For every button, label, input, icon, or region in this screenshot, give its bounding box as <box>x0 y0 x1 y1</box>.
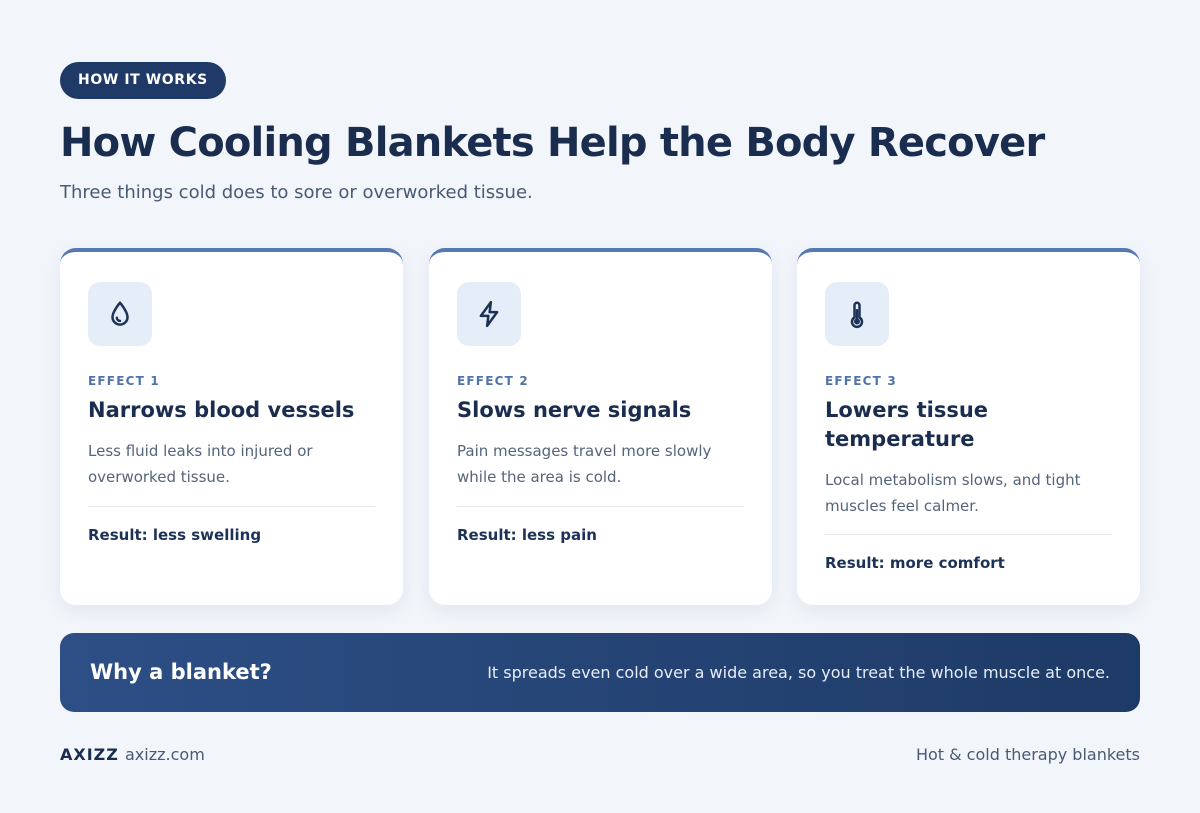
effect-card-3: EFFECT 3 Lowers tissue temperature Local… <box>797 248 1140 605</box>
banner-title: Why a blanket? <box>90 660 272 684</box>
effect-description: Pain messages travel more slowly while t… <box>457 442 712 486</box>
page-subtitle: Three things cold does to sore or overwo… <box>60 182 533 203</box>
footer-brand: AXIZZ <box>60 745 119 764</box>
card-divider <box>88 506 375 507</box>
lightning-bolt-icon <box>457 282 521 346</box>
effect-label: EFFECT 2 <box>457 374 529 388</box>
why-blanket-banner: Why a blanket? It spreads even cold over… <box>60 633 1140 712</box>
page-title: How Cooling Blankets Help the Body Recov… <box>60 120 1045 166</box>
thermometer-icon <box>825 282 889 346</box>
effect-result: Result: less pain <box>457 526 597 544</box>
card-divider <box>457 506 744 507</box>
footer-url: axizz.com <box>125 745 205 764</box>
effect-result: Result: more comfort <box>825 554 1005 572</box>
banner-text: It spreads even cold over a wide area, s… <box>487 663 1110 682</box>
effect-card-1: EFFECT 1 Narrows blood vessels Less flui… <box>60 248 403 605</box>
effect-title: Slows nerve signals <box>457 398 692 422</box>
effect-label: EFFECT 1 <box>88 374 160 388</box>
footer-tagline: Hot & cold therapy blankets <box>915 745 1140 764</box>
effect-description: Less fluid leaks into injured or overwor… <box>88 442 313 486</box>
card-divider <box>825 534 1112 535</box>
effect-label: EFFECT 3 <box>825 374 897 388</box>
water-drop-icon <box>88 282 152 346</box>
effect-description: Local metabolism slows, and tight muscle… <box>825 471 1081 515</box>
effect-result: Result: less swelling <box>88 526 262 544</box>
effect-card-2: EFFECT 2 Slows nerve signals Pain messag… <box>429 248 772 605</box>
effects-cards: EFFECT 1 Narrows blood vessels Less flui… <box>60 248 1140 605</box>
effect-title: Narrows blood vessels <box>88 398 355 422</box>
section-badge: HOW IT WORKS <box>60 62 226 99</box>
effect-title: Lowers tissue temperature <box>825 398 989 451</box>
